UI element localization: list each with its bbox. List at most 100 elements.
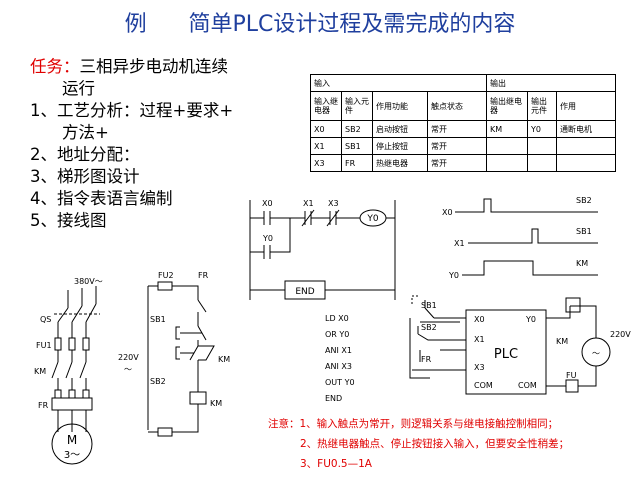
sb1-button: [180, 325, 207, 341]
step-4: 4、指令表语言编制: [30, 189, 173, 208]
col-head: 作用: [556, 91, 616, 121]
col-head: 输入元件: [341, 91, 373, 121]
plc-box: [465, 309, 547, 395]
label-fr: FR: [198, 271, 209, 280]
label-x3: X3: [474, 363, 485, 372]
col-head: 输入继电器: [310, 91, 342, 121]
instruction: END: [325, 394, 342, 403]
instruction: OR Y0: [325, 330, 349, 339]
coil-y0: [359, 209, 387, 227]
col-head: 输出元件: [527, 91, 557, 121]
label-fr: FR: [421, 355, 432, 364]
label-com-right: COM: [518, 381, 537, 390]
label-y0: Y0: [525, 315, 536, 324]
km-main-contacts: [51, 361, 87, 379]
instruction: ANI X1: [325, 346, 352, 355]
label-x1: X1: [474, 335, 485, 344]
label-sb2: SB2: [576, 196, 592, 205]
label-qs: QS: [40, 315, 51, 324]
label-fu: FU: [566, 371, 577, 380]
ladder-diagram: X0 X1 X3 Y0 Y0 END: [249, 199, 396, 300]
label-sb2: SB2: [421, 323, 437, 332]
note-3: 3、FU0.5—1A: [300, 458, 372, 470]
label-x3: X3: [328, 199, 339, 208]
table-header-row: 输入 输出: [310, 74, 616, 92]
contact-x0: [263, 211, 271, 225]
plc-wiring-diagram: SB1 SB2 FR X0 X1 X3 COM PLC Y0 COM KM FU…: [409, 295, 631, 395]
table-cell: [556, 154, 616, 172]
label-x1: X1: [454, 239, 465, 248]
waveform-y0: [462, 260, 598, 276]
control-circuit: FU2 FR SB1 220V ～ KM SB2 KM: [118, 271, 230, 437]
table-cell: 常开: [427, 154, 487, 172]
col-head: 作用功能: [372, 91, 428, 121]
km-hold-contact: [198, 345, 215, 361]
label-com-left: COM: [474, 381, 493, 390]
label-sb1: SB1: [421, 301, 437, 310]
fr-thermal-relay: [51, 389, 93, 411]
page-title: 例 简单PLC设计过程及需完成的内容: [124, 12, 516, 37]
table-row: X1 SB1 停止按钮 常开: [310, 137, 616, 155]
col-head: 输出继电器: [486, 91, 528, 121]
step-1: 1、工艺分析：过程+要求+: [30, 101, 234, 120]
step-5: 5、接线图: [30, 211, 107, 230]
label-fu1: FU1: [36, 341, 52, 350]
label-fr: FR: [38, 401, 49, 410]
step-1-cont: 方法+: [62, 123, 109, 142]
end-box: [284, 280, 326, 300]
note-1: 1、输入触点为常开，则逻辑关系与继电接触控制相同；: [299, 418, 559, 430]
waveform-x0: [455, 198, 598, 213]
label-220v: 220V: [610, 330, 631, 339]
label-plc: PLC: [494, 347, 518, 362]
fu1-fuses: [54, 337, 90, 351]
label-x0: X0: [262, 199, 273, 208]
label-tilde: ～: [592, 349, 600, 358]
km-coil: [189, 391, 207, 405]
label-km-contact: KM: [218, 355, 230, 364]
label-y0: Y0: [448, 271, 459, 280]
label-sb1: SB1: [150, 315, 166, 324]
col-head: 触点状态: [427, 91, 487, 121]
instruction: ANI X3: [325, 362, 352, 371]
label-motor-phase: 3～: [64, 450, 80, 461]
label-fu2: FU2: [158, 271, 174, 280]
instruction: OUT Y0: [325, 378, 355, 387]
note-2: 2、热继电器触点、停止按钮接入输入，但要安全性稍差；: [300, 438, 570, 450]
label-coil: Y0: [366, 214, 378, 224]
task-line: 任务：三相异步电动机连续: [30, 56, 300, 78]
motor: [51, 423, 93, 465]
task-text-cont: 运行: [62, 79, 95, 98]
instruction-list: LD X0 OR Y0 ANI X1 ANI X3 OUT Y0 END: [325, 314, 355, 403]
waveform-x1: [468, 228, 598, 244]
notes-label: 注意：: [268, 418, 300, 430]
notes: 注意：1、输入触点为常开，则逻辑关系与继电接触控制相同； 2、热继电器触点、停止…: [268, 414, 569, 474]
step-2: 2、地址分配：: [30, 145, 140, 164]
label-km: KM: [556, 337, 568, 346]
contact-x3-nc: [326, 209, 340, 227]
label-sb2: SB2: [150, 377, 166, 386]
label-380v: 380V～: [74, 277, 103, 286]
label-km-coil: KM: [210, 399, 222, 408]
label-motor: M: [67, 433, 77, 447]
fr-nc-contact: [197, 299, 207, 313]
table-cell: FR: [341, 154, 373, 172]
label-tilde: ～: [124, 365, 132, 374]
ac-source: [581, 337, 611, 367]
fu2-fuse: [157, 281, 173, 291]
main-circuit: 380V～ QS FU1 KM FR M 3～: [34, 277, 103, 465]
contact-x1-nc: [301, 209, 315, 227]
label-x1: X1: [303, 199, 314, 208]
label-x0: X0: [442, 208, 453, 217]
label-km: KM: [576, 259, 588, 268]
fuse-bottom: [157, 427, 173, 437]
label-x0: X0: [474, 315, 485, 324]
timing-diagram: X0 X1 Y0 SB2 SB1 KM: [442, 196, 598, 280]
fu-fuse: [565, 379, 579, 393]
table-row: X3 FR 热继电器 常开: [310, 154, 616, 172]
label-end: END: [295, 287, 314, 297]
task-text: 三相异步电动机连续: [79, 57, 229, 76]
qs-switch: [57, 303, 97, 323]
task-label: 任务：: [30, 57, 80, 76]
label-220v: 220V: [118, 353, 139, 362]
